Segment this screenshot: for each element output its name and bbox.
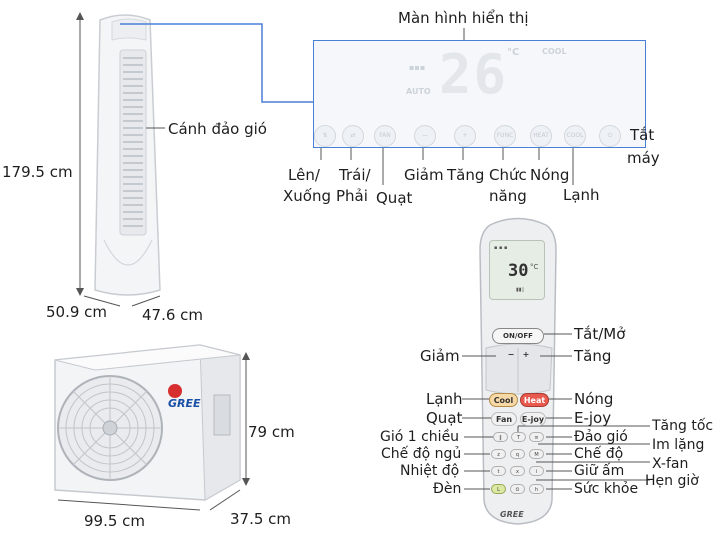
outdoor-brand: GREE xyxy=(168,397,201,410)
remote-label-decrease: Giảm xyxy=(420,347,460,365)
remote-label-cool: Lạnh xyxy=(426,390,463,408)
panel-dots: ▪▪▪ xyxy=(409,63,426,72)
display-title: Màn hình hiển thị xyxy=(398,9,529,27)
remote-label-light: Đèn xyxy=(433,481,462,497)
remote-turbo-button[interactable]: T xyxy=(511,432,526,442)
label-increase: Tăng xyxy=(447,166,485,184)
remote-label-fan: Quạt xyxy=(426,409,463,427)
remote-label-temp: Nhiệt độ xyxy=(400,463,460,479)
panel-button-heat[interactable]: HEAT xyxy=(530,125,552,147)
label-up-down-2: Xuống xyxy=(283,187,331,205)
panel-auto-text: AUTO xyxy=(406,87,431,96)
label-power-2: máy xyxy=(627,149,660,167)
remote-fan-button[interactable]: Fan xyxy=(491,412,517,426)
panel-temperature: 26 xyxy=(439,43,509,106)
remote-light-button[interactable]: L xyxy=(491,484,506,494)
remote-screen-icons: ▪ ▪ ▪ xyxy=(494,245,508,251)
remote-label-timer: Hẹn giờ xyxy=(645,473,699,489)
panel-button-power[interactable]: ⏻ xyxy=(599,125,621,147)
indoor-depth-label: 47.6 cm xyxy=(142,306,204,324)
remote-screen: ▪ ▪ ▪ 30 °C ▮▮▯ xyxy=(489,240,545,300)
remote-label-swing: Đảo gió xyxy=(574,429,628,445)
outdoor-unit xyxy=(54,344,250,511)
remote-decrease-button[interactable]: − xyxy=(507,350,515,359)
remote-timer-button[interactable]: ⏲ xyxy=(510,484,525,494)
remote-increase-button[interactable]: + xyxy=(522,350,530,359)
label-left-right-2: Phải xyxy=(336,187,368,205)
remote-xfan-button[interactable]: x xyxy=(510,466,525,476)
remote-label-swing-one: Gió 1 chiều xyxy=(380,429,460,445)
label-decrease: Giảm xyxy=(404,166,444,184)
label-function-2: năng xyxy=(489,187,527,205)
remote-screen-unit: °C xyxy=(530,263,539,271)
remote-label-ifeel: Giữ ấm xyxy=(574,463,625,479)
remote-brand: GREE xyxy=(500,510,524,519)
label-heat: Nóng xyxy=(530,166,570,184)
indoor-width-label: 50.9 cm xyxy=(46,303,108,321)
label-left-right-1: Trái/ xyxy=(339,166,371,184)
panel-mode-text: COOL xyxy=(542,47,567,56)
remote-label-heat: Nóng xyxy=(574,390,614,408)
label-function-1: Chức xyxy=(489,166,527,184)
remote-quiet-button[interactable]: q xyxy=(510,449,525,459)
indoor-unit xyxy=(76,12,165,307)
panel-button-up-down[interactable]: ⇅ xyxy=(314,125,336,147)
label-cool: Lạnh xyxy=(563,186,600,204)
remote-label-quiet: Im lặng xyxy=(652,437,705,453)
display-connector xyxy=(120,23,313,103)
remote-temp-button[interactable]: t xyxy=(491,466,506,476)
panel-button-cool[interactable]: COOL xyxy=(564,125,586,147)
outdoor-depth-label: 37.5 cm xyxy=(230,510,292,528)
remote-label-increase: Tăng xyxy=(574,347,612,365)
remote-label-ejoy: E-joy xyxy=(574,409,612,427)
label-fan: Quạt xyxy=(376,189,413,207)
outdoor-height-label: 79 cm xyxy=(248,423,295,441)
panel-button-increase[interactable]: + xyxy=(454,125,476,147)
gree-logo-icon xyxy=(168,384,182,398)
remote-screen-temp: 30 xyxy=(508,261,529,281)
outdoor-width-label: 99.5 cm xyxy=(84,512,146,530)
label-power-1: Tắt xyxy=(630,126,655,144)
label-up-down-1: Lên/ xyxy=(288,166,320,184)
remote-label-turbo: Tăng tốc xyxy=(652,418,714,434)
remote-label-mode: Chế độ xyxy=(574,446,624,462)
panel-unit: °C xyxy=(507,47,520,58)
remote-label-xfan: X-fan xyxy=(652,456,689,472)
remote-screen-bars: ▮▮▯ xyxy=(516,287,525,293)
remote-mode-button[interactable]: M xyxy=(529,449,544,459)
remote-label-sleep: Chế độ ngủ xyxy=(381,446,462,462)
panel-button-left-right[interactable]: ⇄ xyxy=(342,125,364,147)
remote-heat-button[interactable]: Heat xyxy=(520,393,549,407)
remote-swing-one-button[interactable]: ‖ xyxy=(493,432,508,442)
display-panel: ▪▪▪ AUTO 26 °C COOL ⇅ ⇄ FAN — + FUNC HEA… xyxy=(313,40,646,148)
panel-button-fan[interactable]: FAN xyxy=(374,125,396,147)
remote-label-onoff: Tắt/Mở xyxy=(574,325,626,343)
remote-health-button[interactable]: h xyxy=(529,484,544,494)
remote-onoff-button[interactable]: ON/OFF xyxy=(492,328,544,344)
remote-cool-button[interactable]: Cool xyxy=(489,393,518,407)
panel-button-decrease[interactable]: — xyxy=(414,125,436,147)
panel-button-function[interactable]: FUNC xyxy=(494,125,516,147)
remote-ifeel-button[interactable]: i xyxy=(529,466,544,476)
remote-swing-button[interactable]: ≡ xyxy=(529,432,544,442)
remote-label-health: Sức khỏe xyxy=(574,481,639,497)
remote-sleep-button[interactable]: z xyxy=(491,449,506,459)
indoor-height-label: 179.5 cm xyxy=(2,163,73,181)
louver-label: Cánh đảo gió xyxy=(168,120,267,138)
remote-ejoy-button[interactable]: E-joy xyxy=(520,412,546,426)
